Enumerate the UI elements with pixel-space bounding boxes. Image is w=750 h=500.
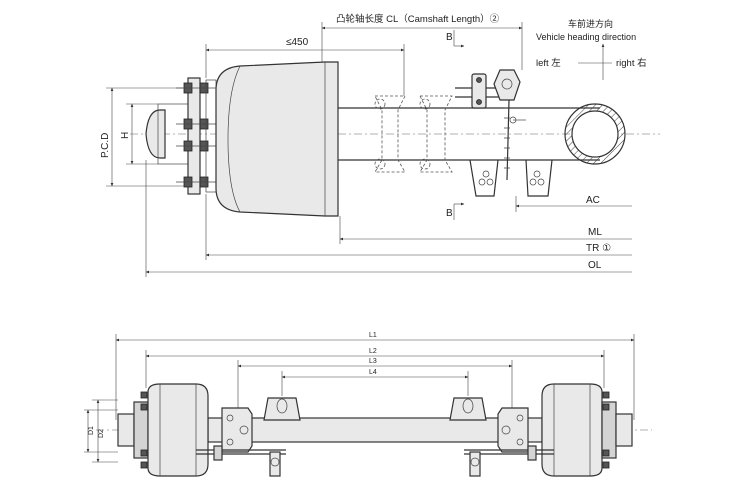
brake-drum <box>215 61 339 217</box>
camshaft-length-label: 凸轮轴长度 CL（Camshaft Length）② <box>336 13 500 25</box>
l3-label: L3 <box>369 358 377 365</box>
bottom-view: L1 L2 L3 L4 D2 D1 <box>84 332 652 477</box>
right-brake-bracket <box>497 407 529 453</box>
right-slack-adjuster <box>469 451 481 477</box>
right-brake-drum <box>541 383 603 477</box>
left-brake-bracket <box>221 407 253 453</box>
slack-adjuster <box>493 69 521 101</box>
direction-left-label: left 左 <box>536 57 561 69</box>
camshaft-bearing <box>471 73 487 109</box>
tr-label: TR ① <box>586 243 611 254</box>
d1-label: D1 <box>88 426 95 435</box>
vehicle-heading-cn: 车前进方向 <box>568 18 613 29</box>
left-slack-adjuster <box>269 451 281 477</box>
slack-adjuster-arm <box>506 99 510 181</box>
h-label: H <box>120 132 131 139</box>
right-spring-seat <box>449 397 487 421</box>
max-450-label: ≤450 <box>286 37 309 48</box>
pcd-label: P.C.D <box>100 133 111 158</box>
right-hub-cap <box>615 413 633 447</box>
left-spring-seat <box>263 397 301 421</box>
left-brake-drum <box>147 383 209 477</box>
section-b-top-label: B <box>446 32 453 43</box>
brake-bracket-hidden <box>374 95 406 173</box>
ml-label: ML <box>588 227 602 238</box>
l1-label: L1 <box>369 332 377 339</box>
axle-section-inner <box>571 110 619 158</box>
direction-right-label: right 右 <box>616 57 647 69</box>
vehicle-heading-en: Vehicle heading direction <box>536 32 636 42</box>
left-hub-cap <box>117 413 135 447</box>
l4-label: L4 <box>369 369 377 376</box>
ol-label: OL <box>588 260 602 271</box>
wheel-flange <box>187 77 201 195</box>
spring-seats <box>469 159 553 197</box>
ac-label: AC <box>586 195 600 206</box>
top-view: B B 凸轮轴长度 CL（Camshaft Length）② ≤450 车前进方… <box>100 13 660 277</box>
hub-cap <box>145 109 166 159</box>
section-b-bottom-label: B <box>446 208 453 219</box>
wheel-studs <box>176 79 217 193</box>
axle-beam-side <box>207 417 543 443</box>
l2-label: L2 <box>369 348 377 355</box>
d2-label: D2 <box>98 429 105 438</box>
